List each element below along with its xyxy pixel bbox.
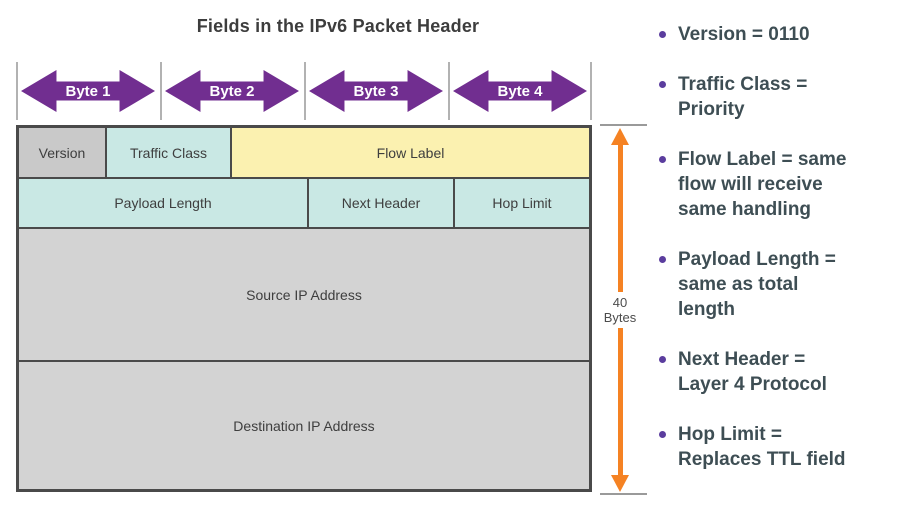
cell-flow-label-label: Flow Label [376,144,445,161]
list-item: Flow Label = same flow will receive same… [659,147,909,222]
list-item: Traffic Class = Priority [659,72,909,122]
list-item: Version = 0110 [659,22,909,47]
cell-version-label: Version [38,144,86,161]
byte3-label: Byte 3 [353,82,399,100]
note-version: Version = 0110 [678,24,810,45]
arrow-down-icon [611,475,629,492]
note-traffic-class: Traffic Class = Priority [678,74,808,120]
ipv6-header-table: Version Traffic Class Flow Label Payload… [16,125,592,492]
forty-bytes-measure: 40 Bytes [603,128,637,492]
arrow-up-icon [611,128,629,145]
measure-label: 40 Bytes [603,295,637,325]
byte1-arrow: Byte 1 [21,69,155,113]
bullet-icon [659,356,666,363]
cell-hop-limit: Hop Limit [453,179,589,227]
diagram-title: Fields in the IPv6 Packet Header [196,16,480,36]
cell-source-ip: Source IP Address [19,229,589,360]
list-item: Next Header = Layer 4 Protocol [659,347,909,397]
bullet-icon [659,31,666,38]
note-hop-limit: Hop Limit = Replaces TTL field [678,424,846,470]
double-arrow-icon [453,70,587,112]
byte4-label: Byte 4 [497,82,543,100]
cell-traffic-class-label: Traffic Class [129,144,207,161]
measure-cap-bottom [600,493,647,495]
cell-destination-ip: Destination IP Address [19,362,589,489]
cell-source-ip-label: Source IP Address [246,286,362,303]
byte-boundary-tick [160,62,162,120]
cell-next-header: Next Header [307,179,453,227]
table-row: Source IP Address [19,227,589,360]
byte1-label: Byte 1 [65,82,111,100]
double-arrow-icon [21,70,155,112]
double-arrow-icon [309,70,443,112]
byte-boundary-tick [304,62,306,120]
bullet-icon [659,156,666,163]
table-row: Payload Length Next Header Hop Limit [19,177,589,227]
byte3-arrow: Byte 3 [309,69,443,113]
byte2-label: Byte 2 [209,82,255,100]
byte-boundary-tick [16,62,18,120]
cell-traffic-class: Traffic Class [105,128,230,177]
table-row: Destination IP Address [19,360,589,489]
measure-line [617,328,623,475]
field-notes-list: Version = 0110 Traffic Class = Priority … [659,22,909,497]
byte-boundary-tick [590,62,592,120]
note-next-header: Next Header = Layer 4 Protocol [678,349,827,395]
cell-version: Version [19,128,105,177]
note-flow-label: Flow Label = same flow will receive same… [678,149,847,220]
note-payload-length: Payload Length = same as total length [678,249,836,320]
cell-payload-length: Payload Length [19,179,307,227]
measure-cap-top [600,124,647,126]
list-item: Payload Length = same as total length [659,247,909,322]
bullet-icon [659,431,666,438]
double-arrow-icon [165,70,299,112]
bullet-icon [659,81,666,88]
cell-destination-ip-label: Destination IP Address [233,417,375,434]
cell-flow-label: Flow Label [230,128,589,177]
cell-payload-length-label: Payload Length [114,195,212,211]
bullet-icon [659,256,666,263]
cell-next-header-label: Next Header [341,195,421,211]
measure-line [617,145,623,292]
byte4-arrow: Byte 4 [453,69,587,113]
list-item: Hop Limit = Replaces TTL field [659,422,909,472]
table-row: Version Traffic Class Flow Label [19,128,589,177]
byte-boundary-tick [448,62,450,120]
cell-hop-limit-label: Hop Limit [492,195,552,211]
byte2-arrow: Byte 2 [165,69,299,113]
